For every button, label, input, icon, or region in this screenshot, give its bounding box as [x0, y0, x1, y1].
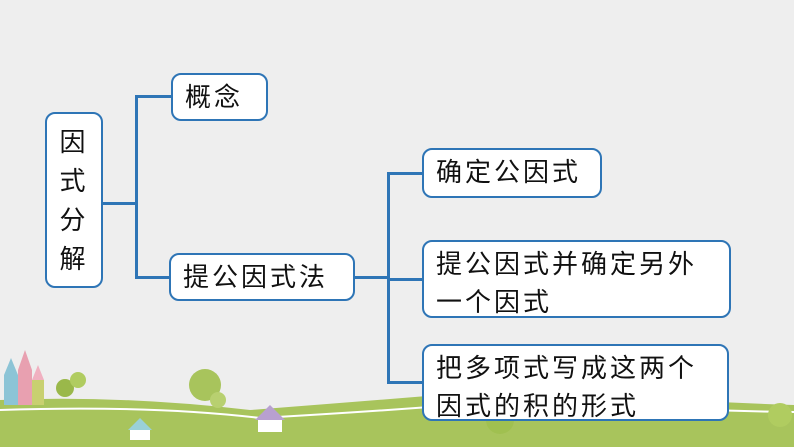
connector	[135, 95, 172, 98]
connector	[135, 276, 170, 279]
root-char: 式	[59, 167, 89, 197]
step-node-3: 把多项式写成这两个因式的积的形式	[422, 344, 729, 422]
connector	[387, 172, 423, 175]
step-node-1: 确定公因式	[422, 148, 602, 198]
step-node-2: 提公因式并确定另外一个因式	[422, 240, 731, 318]
root-char: 解	[59, 245, 89, 275]
root-char: 因	[59, 128, 89, 158]
method-node: 提公因式法	[169, 253, 355, 301]
connector	[387, 172, 390, 383]
connector	[387, 381, 423, 384]
connector	[355, 276, 389, 279]
root-node: 因 式 分 解	[45, 112, 103, 288]
pencil-icons	[4, 350, 44, 405]
connector	[135, 95, 138, 278]
concept-node: 概念	[171, 73, 268, 121]
connector	[387, 278, 423, 281]
connector	[103, 202, 136, 205]
root-char: 分	[59, 206, 89, 236]
